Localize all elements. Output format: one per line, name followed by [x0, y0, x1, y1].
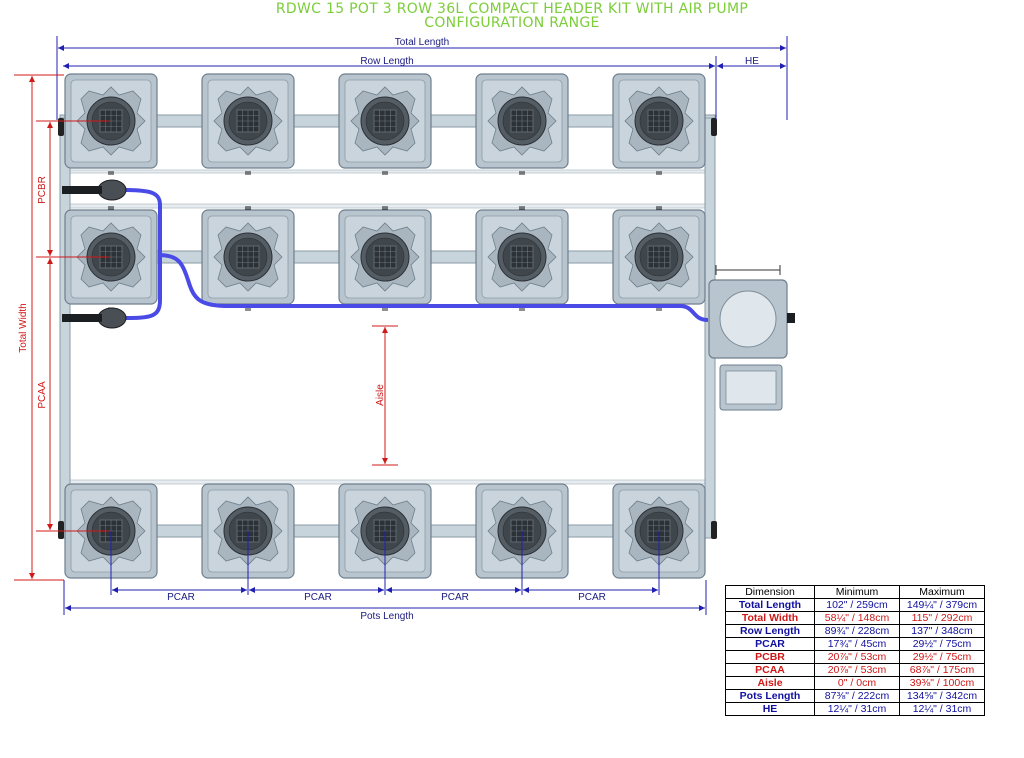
- air-tube-main: [157, 253, 709, 322]
- end-cap: [58, 521, 64, 539]
- maximum-cell: 68⅞" / 175cm: [899, 663, 985, 677]
- pot: [475, 73, 569, 169]
- pot: [64, 73, 158, 169]
- minimum-cell: 89¾" / 228cm: [814, 624, 900, 638]
- air-connector: [97, 307, 127, 329]
- end-cap: [711, 521, 717, 539]
- air-pump-top: [725, 370, 777, 405]
- end-cap: [711, 118, 717, 136]
- column-header-minimum: Minimum: [814, 585, 900, 599]
- row-length-label: Row Length: [360, 56, 413, 67]
- maximum-cell: 12¼" / 31cm: [899, 702, 985, 716]
- maximum-cell: 29½" / 75cm: [899, 650, 985, 664]
- pipework: [58, 114, 717, 539]
- maximum-cell: 115" / 292cm: [899, 611, 985, 625]
- column-header-maximum: Maximum: [899, 585, 985, 599]
- minimum-cell: 0" / 0cm: [814, 676, 900, 690]
- pot: [201, 209, 295, 305]
- air-valve: [62, 186, 102, 194]
- header-tank-lid: [719, 290, 777, 348]
- minimum-cell: 20⅞" / 53cm: [814, 650, 900, 664]
- dimension-name-cell: Row Length: [725, 624, 815, 638]
- pot: [475, 209, 569, 305]
- minimum-cell: 102" / 259cm: [814, 598, 900, 612]
- pcar-label-3: PCAR: [441, 592, 469, 603]
- pot: [64, 209, 158, 305]
- minimum-cell: 12¼" / 31cm: [814, 702, 900, 716]
- aisle-label: Aisle: [375, 384, 386, 406]
- total-width-label: Total Width: [18, 303, 29, 352]
- dimension-name-cell: HE: [725, 702, 815, 716]
- end-cap: [58, 118, 64, 136]
- header-equipment: [708, 265, 795, 411]
- pot: [338, 209, 432, 305]
- pot: [612, 73, 706, 169]
- dimension-lines: [14, 36, 788, 615]
- maximum-cell: 134⅝" / 342cm: [899, 689, 985, 703]
- dimension-name-cell: PCBR: [725, 650, 815, 664]
- total-length-label: Total Length: [395, 37, 450, 48]
- diagram-title: RDWC 15 POT 3 ROW 36L COMPACT HEADER KIT…: [0, 2, 1024, 30]
- dimension-name-cell: Total Length: [725, 598, 815, 612]
- maximum-cell: 137" / 348cm: [899, 624, 985, 638]
- pcbr-label: PCBR: [37, 176, 48, 204]
- pot: [338, 73, 432, 169]
- pcar-label-1: PCAR: [167, 592, 195, 603]
- air-connector: [97, 179, 127, 201]
- pcar-label-2: PCAR: [304, 592, 332, 603]
- dimension-name-cell: Total Width: [725, 611, 815, 625]
- column-header-dimension: Dimension: [725, 585, 815, 599]
- table-header-row: Dimension Minimum Maximum: [725, 585, 985, 599]
- pcar-label-4: PCAR: [578, 592, 606, 603]
- air-valve: [62, 314, 102, 322]
- title-line-2: CONFIGURATION RANGE: [424, 15, 600, 31]
- pcaa-label: PCAA: [37, 381, 48, 409]
- title-line-1: RDWC 15 POT 3 ROW 36L COMPACT HEADER KIT…: [275, 1, 749, 17]
- left-manifold-pipe: [59, 117, 71, 539]
- he-label: HE: [745, 56, 759, 67]
- minimum-cell: 20⅞" / 53cm: [814, 663, 900, 677]
- dimension-name-cell: PCAR: [725, 637, 815, 651]
- air-tube-left: [119, 188, 162, 320]
- pot-grid: [64, 73, 706, 579]
- maximum-cell: 39⅜" / 100cm: [899, 676, 985, 690]
- maximum-cell: 29½" / 75cm: [899, 637, 985, 651]
- pot: [612, 209, 706, 305]
- minimum-cell: 17¾" / 45cm: [814, 637, 900, 651]
- dimension-name-cell: Pots Length: [725, 689, 815, 703]
- dimension-name-cell: PCAA: [725, 663, 815, 677]
- pot: [201, 73, 295, 169]
- minimum-cell: 87⅜" / 222cm: [814, 689, 900, 703]
- pots-length-label: Pots Length: [360, 611, 413, 622]
- header-outlet: [787, 313, 795, 323]
- minimum-cell: 58¼" / 148cm: [814, 611, 900, 625]
- air-line-tubing: [62, 179, 709, 329]
- dimension-name-cell: Aisle: [725, 676, 815, 690]
- maximum-cell: 149¼" / 379cm: [899, 598, 985, 612]
